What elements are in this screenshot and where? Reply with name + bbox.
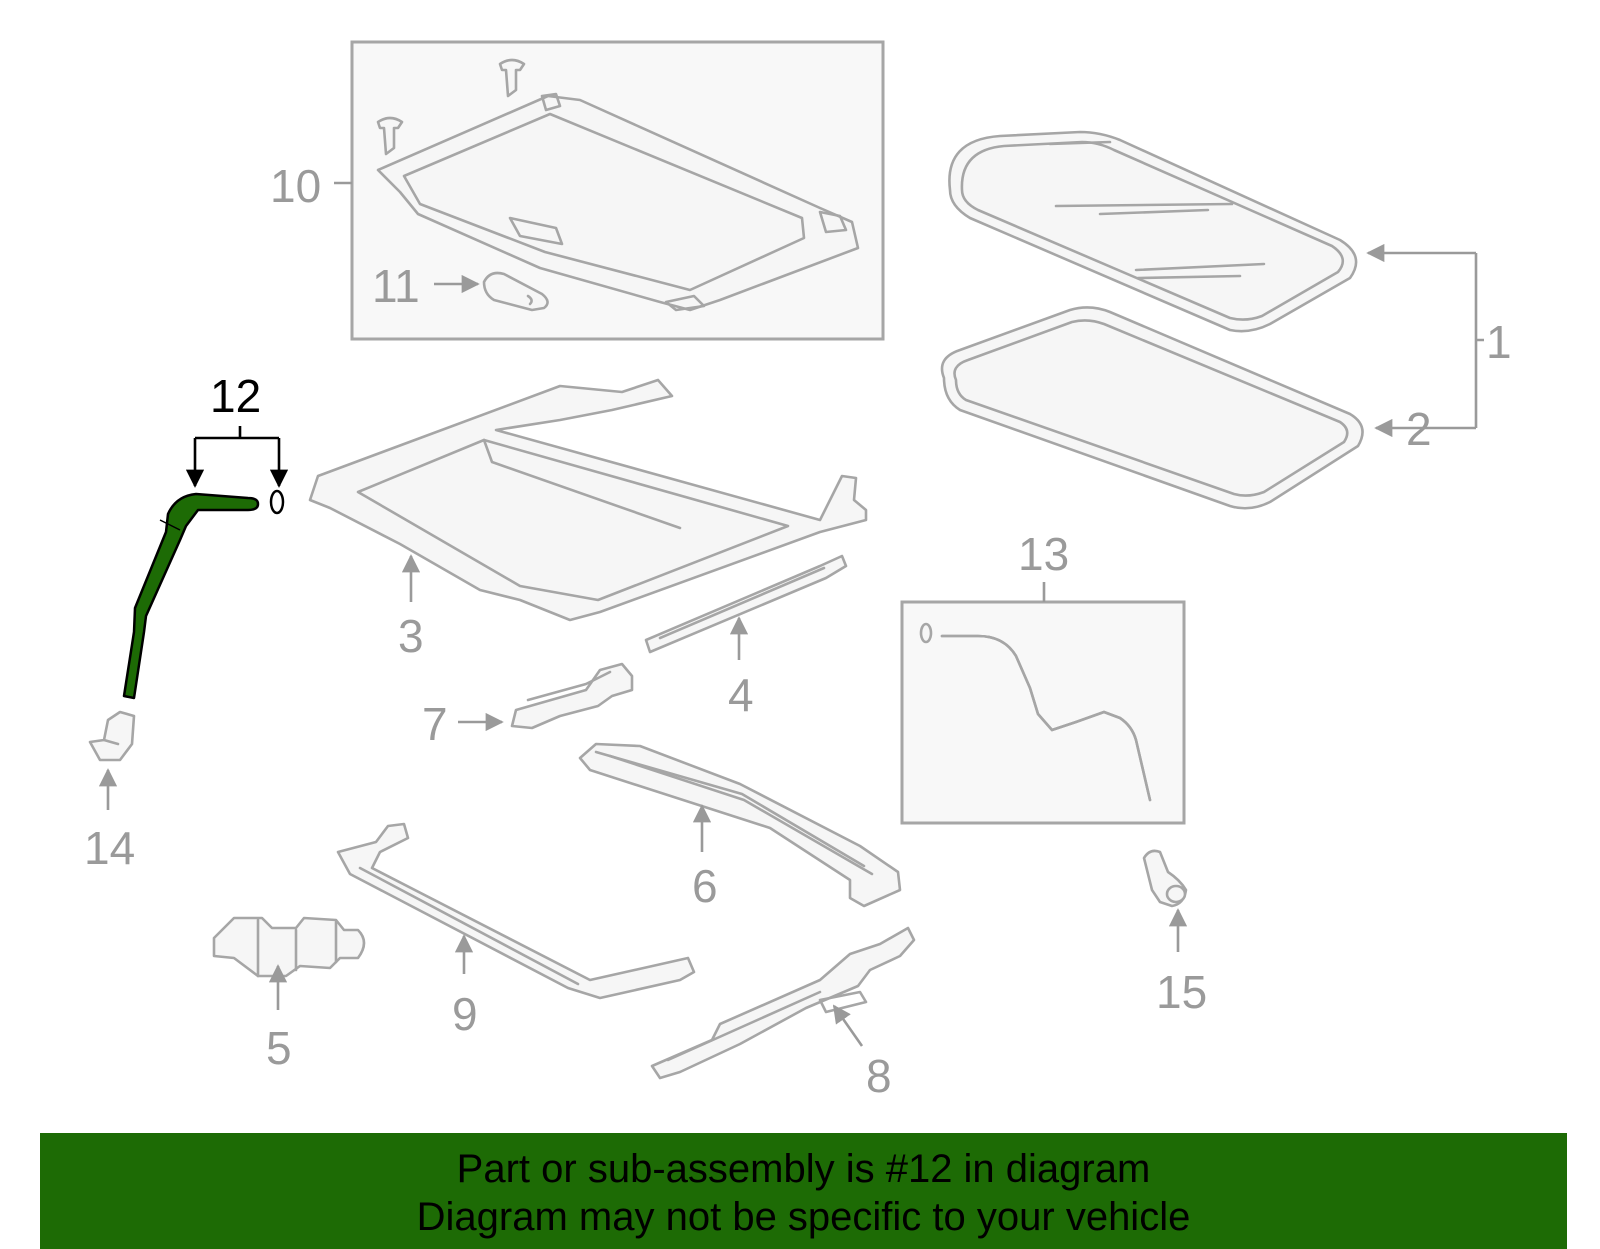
part-12-clamp-ring	[269, 489, 285, 515]
part-5-motor	[212, 916, 366, 978]
part-11-sunshade-handle	[482, 271, 549, 312]
callout-15: 15	[1156, 966, 1207, 1018]
callout-2: 2	[1406, 403, 1432, 455]
callout-7: 7	[422, 698, 448, 750]
part-9-drain-channel	[336, 822, 696, 1000]
part-8-guide-rail	[650, 926, 916, 1080]
callout-3: 3	[398, 610, 424, 662]
callout-6: 6	[692, 860, 718, 912]
callout-9: 9	[452, 988, 478, 1040]
callout-14: 14	[84, 822, 135, 874]
callout-4: 4	[728, 669, 754, 721]
part-3-frame	[308, 378, 868, 622]
part-6-cross-member	[578, 742, 902, 908]
part-12-drain-hose	[122, 489, 285, 700]
part-2-seal	[940, 306, 1364, 510]
callout-5: 5	[266, 1022, 292, 1074]
part-14-grommet	[88, 710, 136, 762]
part-1-glass	[948, 130, 1358, 333]
callout-1: 1	[1486, 316, 1512, 368]
banner-line-1: Part or sub-assembly is #12 in diagram	[456, 1147, 1151, 1191]
callout-8: 8	[866, 1050, 892, 1102]
part-4-deflector-strip	[644, 554, 848, 654]
hose-group-box	[900, 600, 1186, 825]
banner-line-2: Diagram may not be specific to your vehi…	[416, 1195, 1191, 1239]
info-banner: Part or sub-assembly is #12 in diagram D…	[40, 1133, 1567, 1249]
callout-13: 13	[1018, 528, 1069, 580]
part-7-bracket	[510, 662, 634, 730]
part-10-sunshade	[376, 58, 860, 312]
callout-11: 11	[372, 260, 420, 312]
part-15-grommet	[1142, 849, 1188, 908]
callout-12: 12	[210, 370, 261, 422]
part-13-drain-hose	[919, 622, 1152, 802]
callout-10: 10	[270, 160, 321, 212]
